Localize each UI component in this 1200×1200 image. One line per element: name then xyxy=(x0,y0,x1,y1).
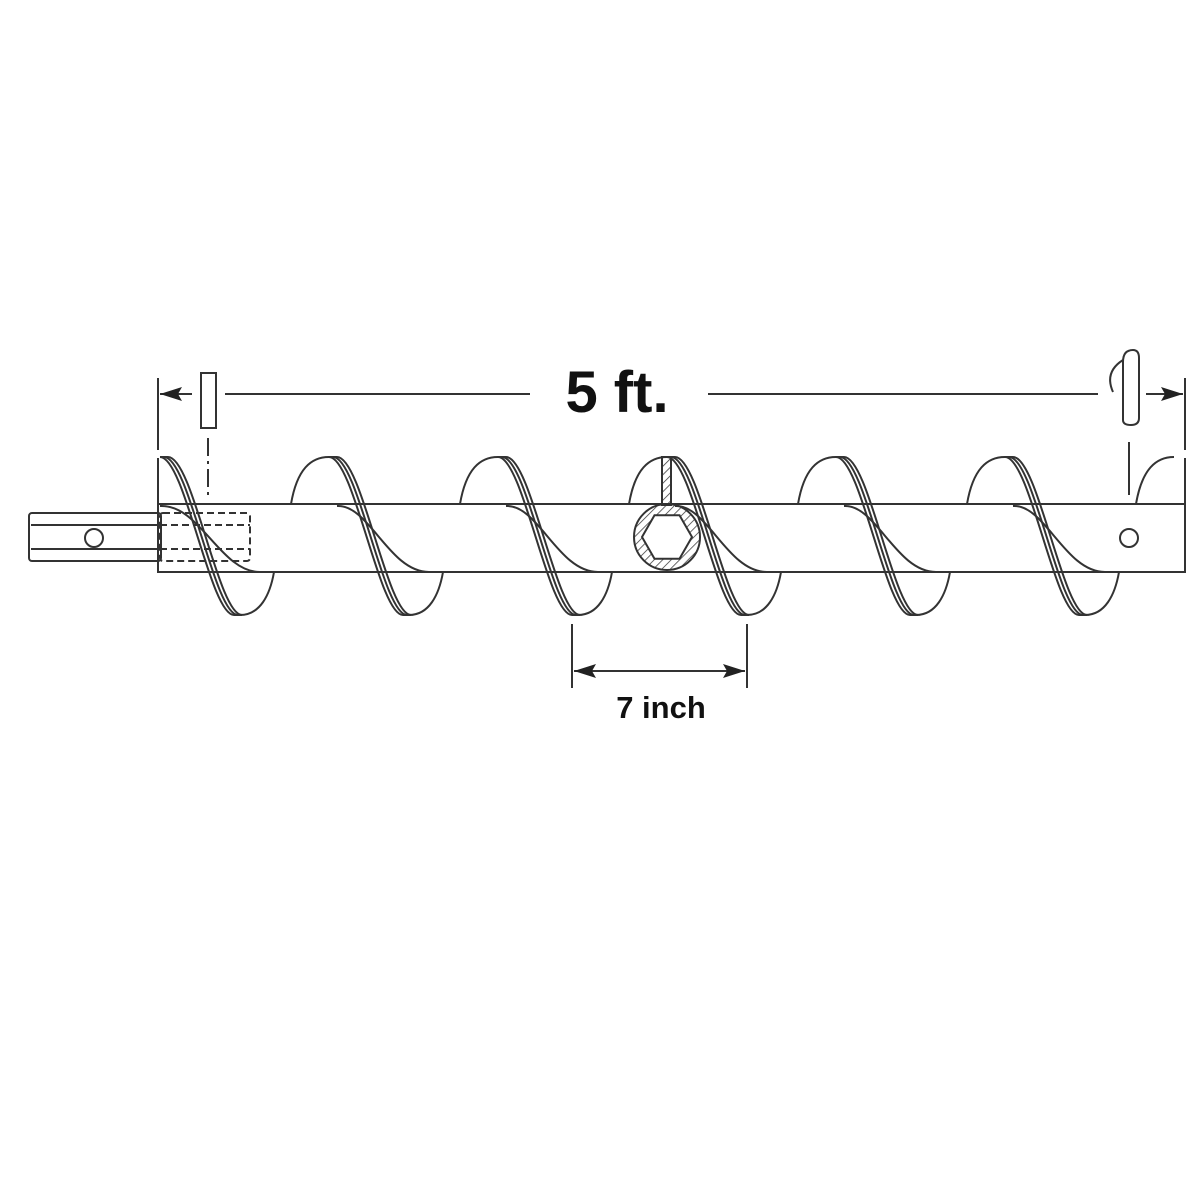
flight-lower-arc xyxy=(746,571,782,616)
arrow-left-icon xyxy=(574,664,596,678)
flight-lower-arc xyxy=(239,571,275,616)
arrow-right-icon xyxy=(1161,387,1183,401)
pitch-label: 7 inch xyxy=(616,690,706,725)
flight-lower-arc xyxy=(1084,571,1120,616)
hex-bore-cross-section xyxy=(633,456,701,571)
pitch-dimension: 7 inch xyxy=(571,624,748,725)
flight-root-curve xyxy=(505,504,599,573)
flight-upper-arc xyxy=(1135,456,1175,505)
flight-band-edge xyxy=(501,456,577,616)
flight-lower-arc xyxy=(408,571,444,616)
flight-lower-arc xyxy=(577,571,613,616)
flight-front-band xyxy=(497,456,581,616)
shear-pin xyxy=(200,372,217,429)
auger-shaft xyxy=(28,512,162,562)
flight-band-edge xyxy=(332,456,408,616)
flight-band-edge xyxy=(839,456,915,616)
flight-upper-arc xyxy=(966,456,1006,505)
tube-pin-hole xyxy=(1119,528,1139,548)
overall-length-dimension: 5 ft. xyxy=(157,360,1186,450)
shaft-pin-hole xyxy=(84,528,104,548)
flight-lower-arc xyxy=(915,571,951,616)
flight-band-edge xyxy=(670,456,746,616)
flight-band-edge xyxy=(1008,456,1084,616)
flight-upper-arc xyxy=(459,456,499,505)
flight-front-band xyxy=(328,456,412,616)
flight-root-curve xyxy=(159,504,261,573)
flight-root-curve xyxy=(674,504,768,573)
flight-band-edge xyxy=(163,456,239,616)
flight-upper-arc xyxy=(290,456,330,505)
flight-front-band xyxy=(835,456,919,616)
flight-root-curve xyxy=(336,504,430,573)
overall-length-label: 5 ft. xyxy=(565,360,668,425)
flight-root-curve xyxy=(843,504,937,573)
auger-flighting-front xyxy=(159,456,1106,616)
arrow-right-icon xyxy=(723,664,745,678)
hitch-pin xyxy=(1109,348,1140,427)
arrow-left-icon xyxy=(160,387,182,401)
auger-flighting-back xyxy=(239,456,1175,616)
flight-front-band xyxy=(159,456,243,616)
flight-front-band xyxy=(666,456,750,616)
flight-upper-arc xyxy=(797,456,837,505)
flight-root-curve xyxy=(1012,504,1106,573)
flight-front-band xyxy=(1004,456,1088,616)
